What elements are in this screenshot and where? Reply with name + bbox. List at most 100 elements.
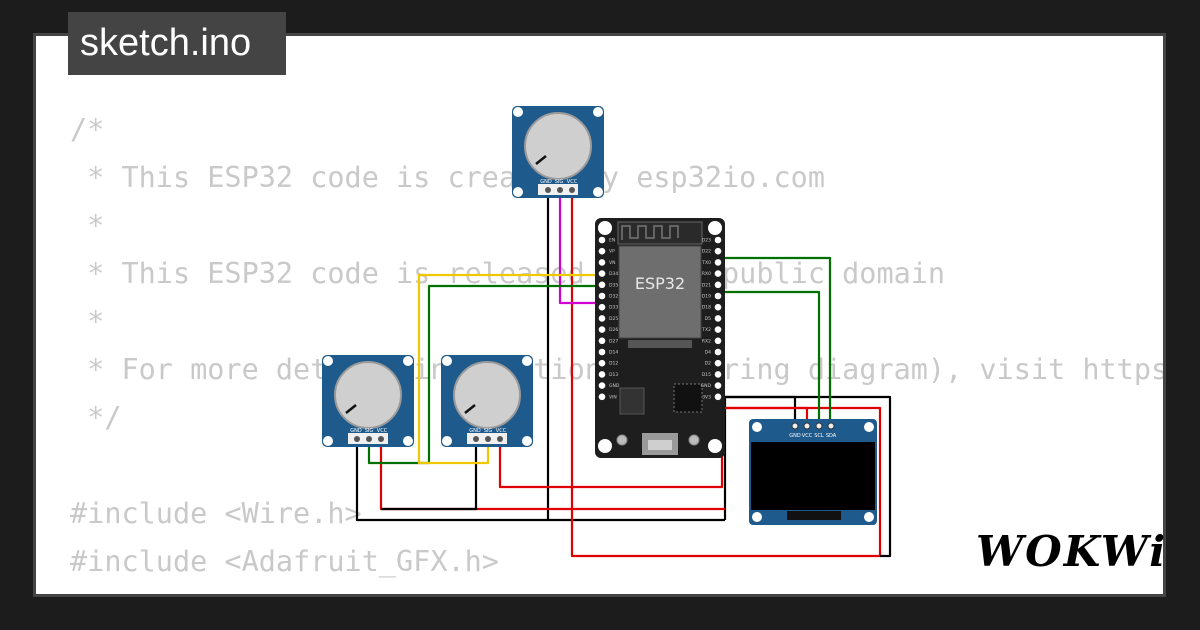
esp32-pin-label: D15	[702, 372, 711, 378]
esp32-pin[interactable]	[714, 247, 722, 255]
potentiometer-middle[interactable]: GND SIG VCC	[441, 355, 533, 447]
knob-pointer-icon	[535, 155, 547, 165]
code-line: */	[70, 401, 122, 434]
esp32-pin[interactable]	[714, 236, 722, 244]
esp32-pin-label: D21	[702, 282, 711, 288]
esp32-pin-label: VP	[609, 249, 615, 255]
oled-pin-label-scl: SCL	[814, 433, 824, 439]
esp32-pin-label: VN	[609, 260, 615, 266]
esp32-pin-label: D2	[705, 361, 711, 367]
pin-label-sig: SIG	[484, 428, 493, 434]
esp32-pin[interactable]	[714, 315, 722, 322]
esp32-pin[interactable]	[598, 348, 606, 356]
esp32-pin-label: D12	[609, 361, 618, 367]
esp32-pin[interactable]	[714, 337, 722, 345]
esp32-pin-label: 3V3	[702, 394, 711, 400]
pin-label-gnd: GND	[469, 428, 481, 434]
esp32-pin[interactable]	[714, 281, 722, 289]
pin-label-sig: SIG	[365, 428, 374, 434]
potentiometer-left[interactable]: GND SIG VCC	[322, 355, 414, 447]
code-line: #include <Adafruit_SSD1306.h>	[70, 586, 1163, 594]
esp32-pin[interactable]	[714, 303, 722, 311]
esp32-pin[interactable]	[598, 337, 606, 345]
wire-sig-mid	[417, 273, 600, 465]
oled-pin-label-vcc: VCC	[802, 433, 813, 439]
esp32-board[interactable]: ESP32 ENVPVND34D35D32D33D25D26D27D14D12D…	[595, 218, 725, 458]
esp32-pin-label: D32	[609, 294, 618, 300]
esp32-pin-label: TX2	[701, 327, 711, 333]
esp32-pin-label: VIN	[609, 394, 617, 400]
file-tab[interactable]: sketch.ino	[68, 12, 286, 75]
esp32-pin[interactable]	[714, 371, 722, 378]
oled-display[interactable]: GND VCC SCL SDA	[749, 419, 877, 525]
esp32-pin-label: EN	[609, 238, 615, 244]
esp32-pin[interactable]	[598, 382, 606, 389]
esp32-pin[interactable]	[714, 326, 722, 333]
pin-label-gnd: GND	[350, 428, 362, 434]
esp32-pin-label: RX2	[702, 338, 711, 344]
oled-pin-label-sda: SDA	[826, 433, 837, 439]
code-line: *	[70, 305, 105, 338]
esp32-pin[interactable]	[598, 359, 606, 367]
code-line: /*	[70, 113, 105, 146]
esp32-pin[interactable]	[598, 270, 606, 277]
pin-label-sig: SIG	[555, 179, 564, 185]
esp32-pin[interactable]	[598, 247, 606, 255]
code-line: *	[70, 209, 105, 242]
esp32-pin-label: D18	[702, 305, 711, 311]
esp32-pin[interactable]	[598, 303, 606, 311]
esp32-pin[interactable]	[714, 292, 722, 300]
pin-label-vcc: VCC	[567, 179, 578, 185]
esp32-pin-label: D35	[609, 282, 618, 288]
esp32-pin[interactable]	[598, 281, 606, 289]
esp32-pin-label: RX0	[702, 271, 711, 277]
esp32-pin[interactable]	[598, 292, 606, 300]
esp32-pin-label: D22	[702, 249, 711, 255]
esp32-pin-label: D13	[609, 372, 618, 378]
esp32-pin[interactable]	[714, 382, 722, 389]
esp32-pin-label: D25	[609, 316, 618, 322]
esp32-pin-label: GND	[701, 383, 712, 389]
esp32-pin-label: D33	[609, 305, 618, 311]
esp32-pin[interactable]	[598, 371, 606, 378]
wire-vcc-oled-pin	[720, 406, 809, 424]
esp32-pin-label: D26	[609, 327, 618, 333]
esp32-pin-label: D34	[609, 271, 618, 277]
esp32-pin[interactable]	[598, 326, 606, 333]
wire-scl	[718, 256, 832, 424]
code-line: #include <Wire.h>	[70, 497, 362, 530]
esp32-pin-label: D14	[609, 350, 618, 356]
wokwi-logo: WOKWi	[976, 527, 1168, 576]
oled-screen	[751, 442, 875, 510]
esp32-pin[interactable]	[598, 315, 606, 322]
esp32-pin-label: D5	[705, 316, 711, 322]
code-line: #include <Adafruit_GFX.h>	[70, 545, 499, 578]
esp32-pin[interactable]	[714, 393, 722, 401]
wire-gnd-oled-pin	[725, 395, 797, 424]
esp32-pin[interactable]	[714, 270, 722, 277]
esp32-pin-label: D27	[609, 338, 618, 344]
wire-sig-top	[558, 190, 600, 305]
esp32-pin[interactable]	[714, 259, 722, 266]
esp32-pin-label: D23	[702, 238, 711, 244]
esp32-pin-label: TX0	[701, 260, 711, 266]
esp32-pin-label: D19	[702, 294, 711, 300]
esp32-pin[interactable]	[598, 393, 606, 401]
esp32-pin-label: GND	[609, 383, 620, 389]
esp32-pin[interactable]	[714, 359, 722, 367]
knob-pointer-icon	[464, 404, 476, 414]
esp32-pin[interactable]	[598, 236, 606, 244]
esp32-pin-label: D4	[705, 350, 711, 356]
pin-label-vcc: VCC	[496, 428, 507, 434]
esp32-pin[interactable]	[598, 259, 606, 266]
esp32-pin[interactable]	[714, 348, 722, 356]
pin-label-gnd: GND	[540, 179, 552, 185]
wire-gnd-left-pot	[355, 440, 548, 522]
oled-pin-label-gnd: GND	[789, 433, 801, 439]
wire-sda	[718, 290, 821, 424]
potentiometer-top[interactable]: GND SIG VCC	[512, 106, 604, 198]
pin-label-vcc: VCC	[377, 428, 388, 434]
